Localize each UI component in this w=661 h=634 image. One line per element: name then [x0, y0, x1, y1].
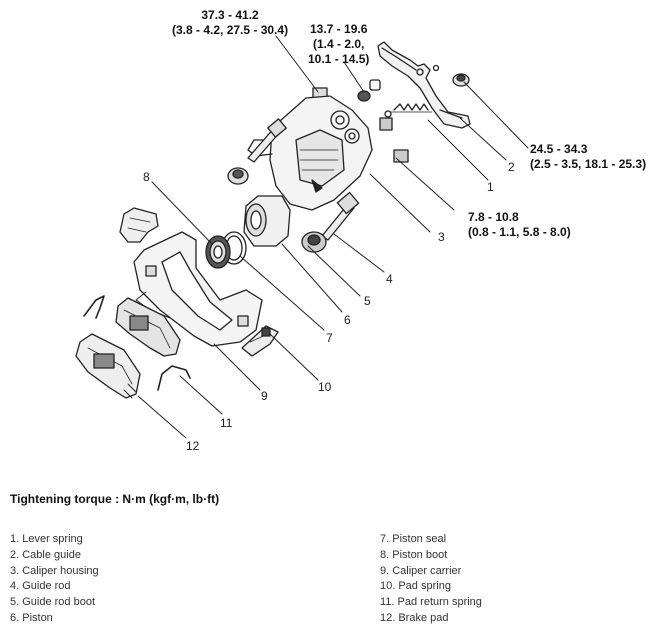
- brake-caliper-exploded-view: [75, 35, 529, 439]
- callout-10: 10: [318, 380, 332, 394]
- lever-spring-part: [384, 103, 433, 118]
- torque-spec-2-line-1: 13.7 - 19.6: [310, 22, 368, 36]
- wire-clip: [83, 295, 105, 319]
- torque-spec-2: 13.7 - 19.6 (1.4 - 2.0, 10.1 - 14.5): [308, 22, 369, 67]
- legend-item: 4. Guide rod: [10, 580, 71, 593]
- piston-part: [243, 195, 291, 247]
- legend-item: 10. Pad spring: [380, 580, 451, 593]
- housing-nut: [227, 167, 249, 185]
- torque-spec-3-line-1: 24.5 - 34.3: [530, 142, 588, 156]
- torque-spec-1-line-1: 37.3 - 41.2: [201, 8, 259, 22]
- torque-spec-4-line-1: 7.8 - 10.8: [468, 210, 519, 224]
- torque-spec-3: 24.5 - 34.3 (2.5 - 3.5, 18.1 - 25.3): [530, 142, 646, 172]
- pad-return-spring-part: [157, 365, 191, 391]
- guide-rod-part: [321, 191, 360, 241]
- callout-11: 11: [220, 416, 233, 430]
- callout-12: 12: [186, 439, 200, 453]
- torque-spec-2-line-2: (1.4 - 2.0,: [313, 37, 365, 51]
- legend-column-left: 1. Lever spring 2. Cable guide 3. Calipe…: [10, 532, 99, 627]
- tightening-torque-heading: Tightening torque : N·m (kgf·m, lb·ft): [10, 492, 220, 506]
- legend-item: 12. Brake pad: [380, 611, 449, 624]
- legend-item: 11. Pad return spring: [380, 596, 482, 609]
- leader-lines: [137, 35, 529, 439]
- torque-spec-3-line-2: (2.5 - 3.5, 18.1 - 25.3): [530, 157, 647, 171]
- callout-7: 7: [326, 331, 333, 345]
- legend-item: 3. Caliper housing: [10, 564, 99, 577]
- legend-item: 5. Guide rod boot: [10, 596, 96, 609]
- callout-5: 5: [364, 294, 371, 308]
- legend-item: 7. Piston seal: [380, 533, 447, 545]
- callout-6: 6: [344, 313, 351, 327]
- legend-item: 2. Cable guide: [10, 548, 81, 561]
- brake-pad-inner: [115, 297, 181, 357]
- torque-spec-4: 7.8 - 10.8 (0.8 - 1.1, 5.8 - 8.0): [468, 210, 571, 240]
- torque-spec-2-line-3: 10.1 - 14.5): [308, 52, 370, 66]
- torque-spec-1-line-2: (3.8 - 4.2, 27.5 - 30.4): [172, 23, 289, 37]
- housing-bolt: [247, 118, 287, 163]
- legend-item: 9. Caliper carrier: [380, 564, 462, 577]
- caliper-carrier-part: [133, 231, 263, 347]
- callout-9: 9: [261, 389, 268, 403]
- cable-guide-part: [377, 41, 471, 129]
- guide-rod-boot-part: [301, 231, 327, 253]
- pad-spring-upper: [119, 207, 159, 243]
- caliper-housing-part: [247, 95, 373, 211]
- legend-item: 6. Piston: [10, 611, 53, 624]
- callout-8: 8: [143, 170, 150, 184]
- legend-item: 1. Lever spring: [10, 533, 83, 545]
- torque-spec-1: 37.3 - 41.2 (3.8 - 4.2, 27.5 - 30.4): [172, 8, 288, 38]
- legend-item: 8. Piston boot: [380, 548, 448, 561]
- callout-3: 3: [438, 230, 445, 244]
- piston-boot-part: [205, 235, 231, 269]
- torque-spec-4-line-2: (0.8 - 1.1, 5.8 - 8.0): [468, 225, 571, 239]
- legend-column-right: 7. Piston seal 8. Piston boot 9. Caliper…: [380, 532, 482, 627]
- callout-2: 2: [508, 160, 515, 174]
- callout-4: 4: [386, 272, 393, 286]
- callout-1: 1: [487, 180, 494, 194]
- brake-pad-part: [75, 333, 141, 399]
